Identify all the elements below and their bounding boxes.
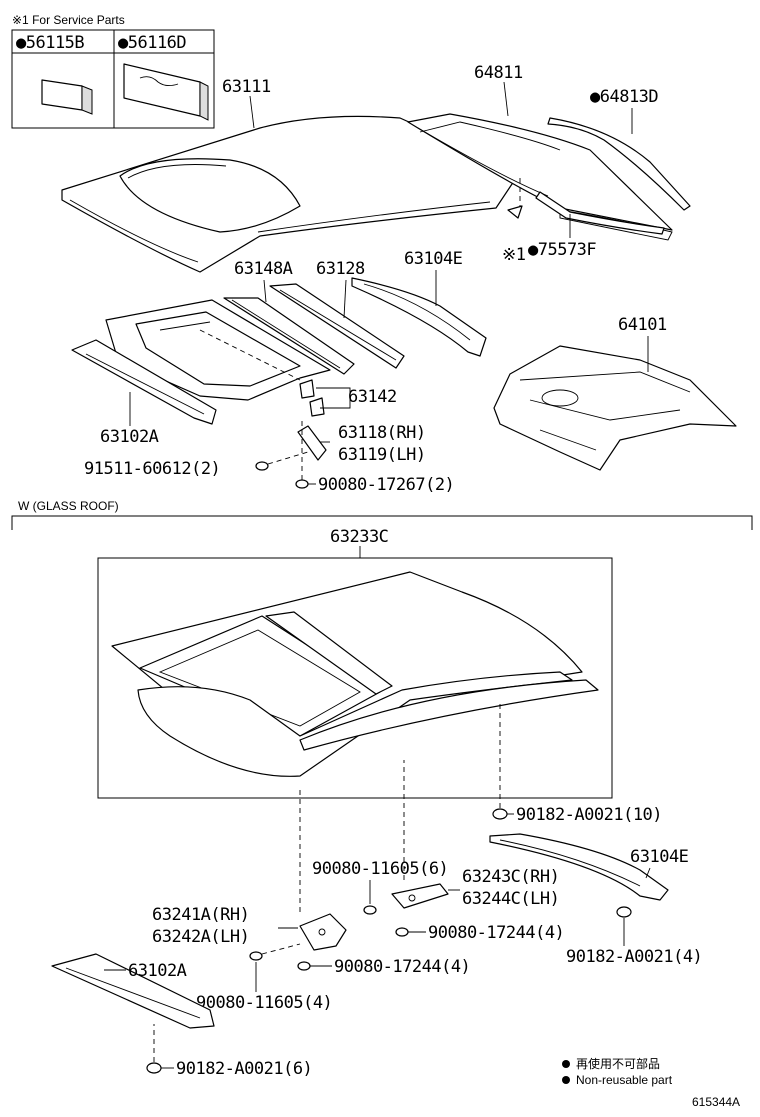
dash-63142: [199, 329, 301, 381]
label-63244C: 63244C(LH): [462, 889, 559, 909]
bolt-90080-11605-6-drawing[interactable]: [363, 905, 377, 915]
rear-header-top-drawing[interactable]: [351, 277, 487, 357]
dash-90080-11605-4: [261, 943, 301, 955]
label-56115B[interactable]: ●56115B: [16, 33, 85, 53]
bracket-63142-callout: [316, 387, 351, 409]
service-note: ※1 For Service Parts: [12, 13, 125, 27]
label-note-ref: ※1: [502, 245, 526, 265]
nut-90182-4-drawing[interactable]: [616, 906, 632, 918]
label-90182-A0021-4: 90182-A0021(4): [566, 947, 702, 967]
emblem-56116D-drawing[interactable]: [123, 63, 209, 121]
section-bracket: [11, 515, 753, 530]
label-63241A: 63241A(RH): [152, 905, 249, 925]
label-56116D[interactable]: ●56116D: [118, 33, 187, 53]
label-63102A-top: 63102A: [100, 427, 159, 447]
header-panel-63148A-drawing[interactable]: [223, 297, 355, 375]
label-63104E-top: 63104E: [404, 249, 463, 269]
leader-63104E-bottom: [645, 867, 651, 879]
bracket-63243C-drawing[interactable]: [391, 883, 449, 909]
front-header-top-drawing[interactable]: [71, 339, 217, 425]
label-64101: 64101: [618, 315, 667, 335]
section-title: W (GLASS ROOF): [18, 499, 119, 513]
package-tray-drawing[interactable]: [493, 345, 737, 471]
legend-bullet-en: [562, 1076, 570, 1084]
nut-90080-17267-drawing[interactable]: [295, 479, 309, 489]
label-90080-11605-6: 90080-11605(6): [312, 859, 448, 879]
label-63118: 63118(RH): [338, 423, 426, 443]
leader-63111: [249, 95, 255, 129]
nut-90182-6-drawing[interactable]: [146, 1062, 162, 1074]
weatherstrip-drawing[interactable]: [507, 191, 665, 235]
legend-jp: 再使用不可部品: [576, 1056, 660, 1071]
label-63243C: 63243C(RH): [462, 867, 559, 887]
reinforcement-63128-drawing[interactable]: [269, 283, 405, 369]
diagram-id: 615344A: [692, 1095, 740, 1109]
front-header-bottom-drawing[interactable]: [51, 953, 215, 1029]
label-75573F: ●75573F: [528, 240, 596, 260]
roof-panel-drawing[interactable]: [61, 115, 521, 273]
label-64811: 64811: [474, 63, 523, 83]
dash-91511: [267, 451, 309, 465]
legend-en: Non-reusable part: [576, 1073, 673, 1087]
emblem-56115B-drawing[interactable]: [41, 79, 93, 115]
legend-bullet-jp: [562, 1060, 570, 1068]
bracket-63142-drawing[interactable]: [299, 379, 325, 417]
bolt-90080-11605-4-drawing[interactable]: [249, 951, 263, 961]
leader-63128: [343, 279, 347, 319]
glass-roof-box: [97, 557, 613, 799]
label-90080-11605-4: 90080-11605(4): [196, 993, 332, 1013]
bracket-63118-drawing[interactable]: [297, 425, 327, 461]
label-63104E-bottom: 63104E: [630, 847, 689, 867]
label-90182-A0021-6: 90182-A0021(6): [176, 1059, 312, 1079]
nut-90182-10-drawing[interactable]: [492, 808, 508, 820]
bracket-63241A-drawing[interactable]: [299, 913, 347, 951]
rear-header-bottom-drawing[interactable]: [489, 833, 669, 901]
service-parts-box: [11, 29, 215, 129]
label-91511: 91511-60612(2): [84, 459, 220, 479]
bolt-91511-drawing[interactable]: [255, 461, 269, 471]
glass-roof-assembly-drawing[interactable]: [111, 571, 599, 777]
label-90182-A0021-10: 90182-A0021(10): [516, 805, 662, 825]
label-63128: 63128: [316, 259, 365, 279]
nut-90080-17244-b-drawing[interactable]: [297, 961, 311, 971]
label-63102A-bottom: 63102A: [128, 961, 187, 981]
label-63242A: 63242A(LH): [152, 927, 249, 947]
label-90080-17244-a: 90080-17244(4): [428, 923, 564, 943]
label-64813D: ●64813D: [590, 87, 658, 107]
label-90080-17267: 90080-17267(2): [318, 475, 454, 495]
label-63233C: 63233C: [330, 527, 388, 547]
label-63119: 63119(LH): [338, 445, 426, 465]
leader-63148A: [263, 279, 267, 303]
label-63111: 63111: [222, 77, 271, 97]
back-window-molding-drawing[interactable]: [547, 117, 691, 211]
label-63142: 63142: [348, 387, 397, 407]
label-90080-17244-b: 90080-17244(4): [334, 957, 470, 977]
leader-64811: [503, 81, 509, 117]
label-63148A: 63148A: [234, 259, 293, 279]
back-window-drawing[interactable]: [407, 113, 673, 241]
nut-90080-17244-a-drawing[interactable]: [395, 927, 409, 937]
